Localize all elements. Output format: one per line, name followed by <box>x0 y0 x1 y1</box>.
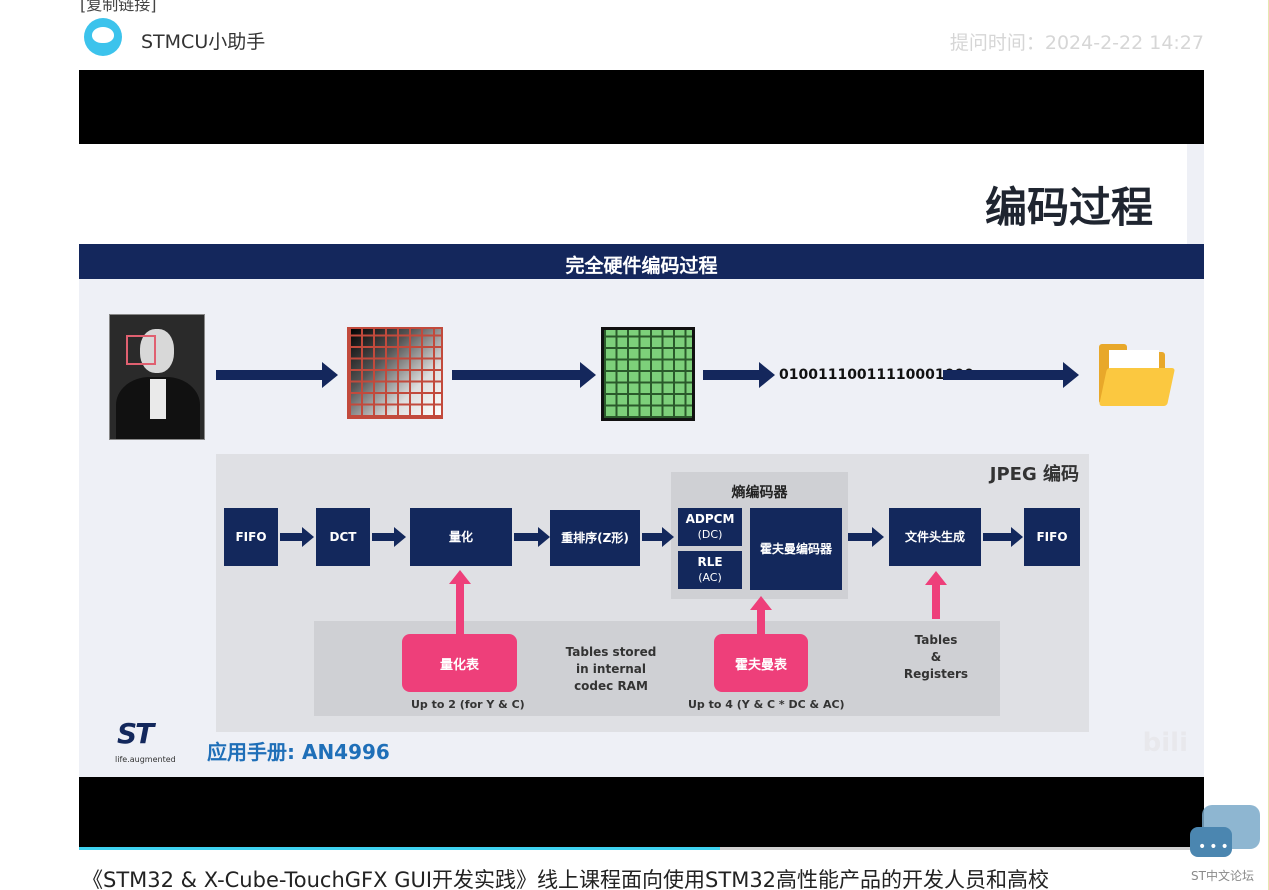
slide-title-box: 编码过程 <box>79 144 1187 244</box>
post-caption: 《STM32 & X-Cube-TouchGFX GUI开发实践》线上课程面向使… <box>82 868 1050 890</box>
copy-link-text[interactable]: [复制链接] <box>80 0 157 14</box>
flow-arrow <box>372 527 406 547</box>
quantized-grid-image <box>601 327 695 421</box>
entropy-label: 熵编码器 <box>731 485 788 501</box>
video-progress-bar[interactable] <box>79 847 1204 850</box>
quantize-block: 量化 <box>410 508 512 566</box>
slide-title: 编码过程 <box>984 183 1153 232</box>
portrait-image <box>109 314 205 440</box>
st-tagline: life.augmented <box>115 755 176 764</box>
app-note-label: 应用手册: AN4996 <box>207 740 390 764</box>
dct-block: DCT <box>316 508 370 566</box>
bitstream-text: 01001110011110001000 <box>779 367 974 383</box>
bilibili-watermark: bili <box>1142 728 1188 758</box>
header-gen-block: 文件头生成 <box>889 508 981 566</box>
flow-arrow <box>642 527 674 547</box>
fifo-in-block: FIFO <box>224 508 278 566</box>
zigzag-block: 重排序(Z形) <box>550 510 640 566</box>
avatar[interactable] <box>84 18 122 56</box>
stored-tables-note: Tables stored in internal codec RAM <box>565 645 657 693</box>
huffman-table-note: Up to 4 (Y & C * DC & AC) <box>688 698 845 711</box>
dct-grid-image <box>347 327 443 419</box>
flow-arrow <box>943 362 1079 388</box>
quant-table-note: Up to 2 (for Y & C) <box>411 698 525 711</box>
author-name[interactable]: STMCU小助手 <box>141 31 266 53</box>
pink-arrow <box>750 596 772 634</box>
slide-banner-text: 完全硬件编码过程 <box>565 255 718 277</box>
huffman-table-block: 霍夫曼表 <box>714 634 808 692</box>
flow-arrow <box>216 362 338 388</box>
rle-block: RLE(AC) <box>678 551 742 589</box>
flow-arrow <box>280 527 314 547</box>
avatar-logo-icon <box>92 27 114 43</box>
adpcm-block: ADPCM(DC) <box>678 508 742 546</box>
flow-arrow <box>848 527 884 547</box>
flow-arrow <box>703 362 775 388</box>
video-player[interactable]: 编码过程 完全硬件编码过程 01001110011110001000 JPEG … <box>79 70 1204 848</box>
registers-note: Tables & Registers <box>903 633 969 681</box>
huffman-encoder-block: 霍夫曼编码器 <box>750 508 842 590</box>
pink-arrow <box>449 570 471 634</box>
jpeg-encoder-panel: JPEG 编码 熵编码器 FIFO DCT 量化 重排序(Z形) ADPCM(D… <box>216 454 1089 732</box>
folder-icon <box>1098 344 1176 406</box>
forum-chat-button[interactable]: ••• ST中文论坛 <box>1188 805 1266 885</box>
fifo-out-block: FIFO <box>1024 508 1080 566</box>
flow-arrow <box>983 527 1023 547</box>
video-progress-fill <box>79 847 721 850</box>
quant-table-block: 量化表 <box>402 634 517 692</box>
asked-time: 提问时间：2024-2-22 14:27 <box>949 32 1204 54</box>
pink-arrow <box>925 571 947 619</box>
jpeg-label: JPEG 编码 <box>989 464 1079 485</box>
post-author-row: STMCU小助手 提问时间：2024-2-22 14:27 <box>84 18 1204 58</box>
video-frame-slide: 编码过程 完全硬件编码过程 01001110011110001000 JPEG … <box>79 144 1204 777</box>
flow-arrow <box>514 527 550 547</box>
flow-arrow <box>452 362 596 388</box>
st-logo: ST <box>117 717 154 750</box>
forum-label: ST中文论坛 <box>1191 869 1254 883</box>
slide-banner: 完全硬件编码过程 <box>79 244 1204 279</box>
